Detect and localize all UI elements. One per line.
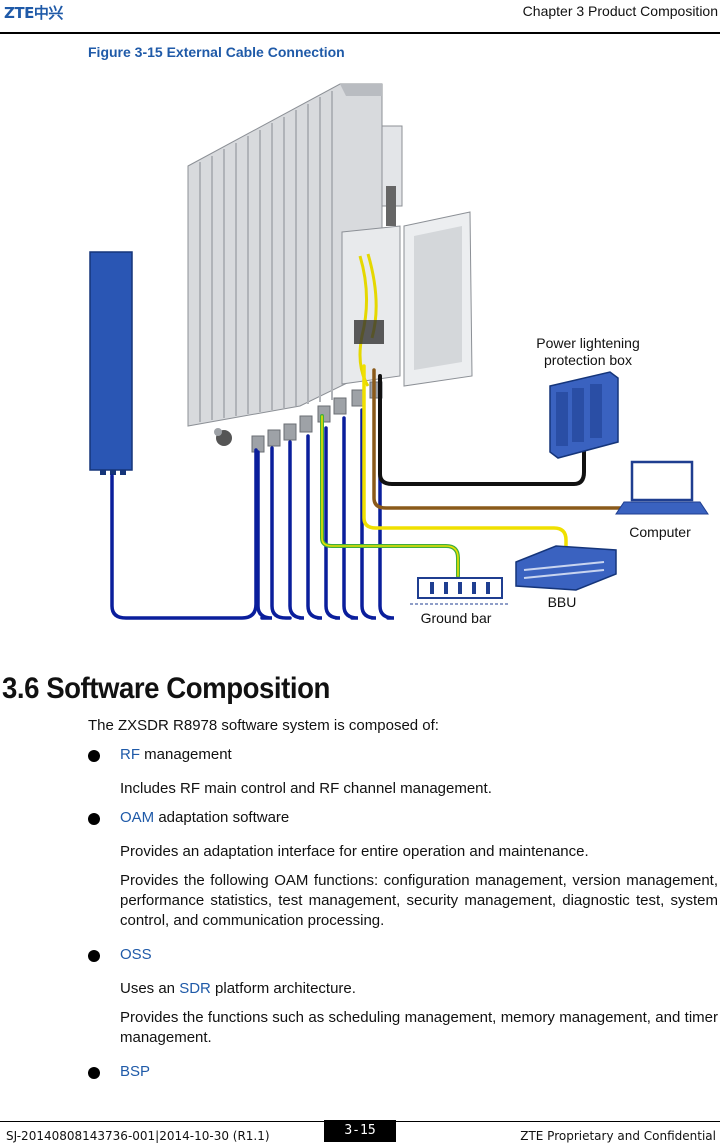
item-paragraph: Provides an adaptation interface for ent…	[120, 843, 589, 860]
bullet	[88, 813, 100, 825]
intro-text: The ZXSDR R8978 software system is compo…	[88, 717, 439, 734]
section-heading: 3.6 Software Composition	[2, 672, 330, 705]
term-link[interactable]: OAM	[120, 809, 155, 826]
power-protection-box	[549, 371, 619, 459]
power-box-label-2: protection box	[544, 352, 632, 368]
item-paragraph: Includes RF main control and RF channel …	[120, 780, 492, 797]
page-number: 3-15	[324, 1120, 396, 1142]
list-item: RF management	[120, 746, 232, 763]
term-link[interactable]: RF	[120, 746, 140, 763]
confidentiality: ZTE Proprietary and Confidential	[520, 1129, 716, 1143]
footer-rule	[0, 1121, 720, 1122]
item-paragraph: Provides the functions such as schedulin…	[120, 1009, 718, 1046]
cable-connection-diagram: Power lightening protection box Computer…	[89, 83, 709, 626]
item-paragraph: Uses an SDR platform architecture.	[120, 980, 356, 997]
list-item: OSS	[120, 945, 152, 965]
ground-bar-label: Ground bar	[421, 610, 492, 626]
term-link[interactable]: SDR	[179, 980, 211, 997]
bbu-icon	[515, 545, 617, 591]
doc-id: SJ-20140808143736-001|2014-10-30 (R1.1)	[6, 1129, 270, 1143]
term-link[interactable]: OSS	[120, 946, 152, 963]
item-paragraph: Provides the following OAM functions: co…	[120, 872, 718, 929]
chapter-title: Chapter 3 Product Composition	[522, 3, 718, 19]
computer-icon	[615, 460, 709, 515]
bullet	[88, 950, 100, 962]
rru-unit	[187, 83, 473, 453]
list-item: OAM adaptation software	[120, 809, 290, 826]
bullet	[88, 750, 100, 762]
ground-bar-icon	[410, 577, 510, 605]
list-item: BSP	[120, 1062, 150, 1082]
zte-logo: ZTE中兴	[4, 4, 63, 22]
cables	[110, 364, 624, 620]
figure-caption: Figure 3-15 External Cable Connection	[88, 44, 345, 60]
page-header: ZTE中兴 Chapter 3 Product Composition	[0, 0, 720, 34]
term-link[interactable]: BSP	[120, 1063, 151, 1080]
bullet	[88, 1067, 100, 1079]
antenna-panel	[89, 251, 133, 475]
power-box-label-1: Power lightening	[536, 335, 640, 351]
bbu-label: BBU	[548, 594, 577, 610]
computer-label: Computer	[629, 524, 691, 540]
